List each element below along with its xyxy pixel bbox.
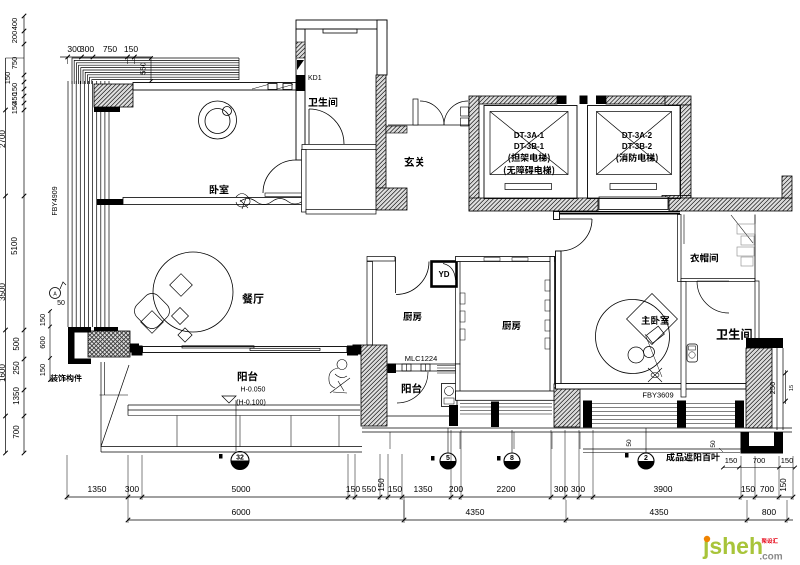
svg-text:300: 300 [67,44,81,54]
svg-text:4350: 4350 [466,507,485,517]
svg-text:150: 150 [346,484,360,494]
svg-text:300: 300 [571,484,585,494]
svg-text:5100: 5100 [10,237,19,255]
svg-text:150: 150 [3,72,12,85]
svg-text:800: 800 [762,507,776,517]
svg-text:550: 550 [139,62,148,75]
svg-text:750: 750 [10,57,19,70]
svg-text:700: 700 [753,456,766,465]
svg-text:DT-3A-1: DT-3A-1 [514,131,545,140]
svg-text:32: 32 [236,455,244,462]
svg-text:600: 600 [38,336,47,349]
svg-text:1350: 1350 [88,484,107,494]
svg-text:150: 150 [779,478,788,492]
svg-text:250: 250 [768,382,777,395]
svg-text:450: 450 [10,92,19,105]
svg-text:15: 15 [789,385,795,391]
svg-text:A: A [53,292,57,298]
svg-text:50: 50 [626,439,633,447]
svg-text:700: 700 [760,484,774,494]
svg-text:150: 150 [124,44,138,54]
svg-text:FBY3609: FBY3609 [642,391,673,400]
svg-text:150: 150 [38,364,47,377]
svg-text:50: 50 [57,300,65,307]
svg-text:200: 200 [10,31,19,44]
svg-text:MLC1224: MLC1224 [405,354,438,363]
svg-text:150: 150 [38,314,47,327]
svg-text:300: 300 [554,484,568,494]
svg-text:1350: 1350 [414,484,433,494]
svg-text:2200: 2200 [497,484,516,494]
svg-text:150: 150 [10,102,19,115]
svg-text:300: 300 [80,44,94,54]
svg-text:150: 150 [781,456,794,465]
svg-text:1600: 1600 [0,364,7,382]
svg-text:H-0.050: H-0.050 [241,387,266,394]
svg-text:YD: YD [438,270,449,279]
svg-text:DT-3A-2: DT-3A-2 [622,131,653,140]
svg-text:DT-3B-1: DT-3B-1 [514,142,545,151]
svg-text:jsheh: jsheh [702,533,763,559]
svg-text:150: 150 [741,484,755,494]
svg-text:FBY4909: FBY4909 [52,186,59,215]
svg-text:.com: .com [759,552,782,563]
svg-text:500: 500 [12,337,21,351]
svg-text:150: 150 [10,83,19,96]
svg-text:4350: 4350 [650,507,669,517]
svg-text:750: 750 [103,44,117,54]
svg-text:2: 2 [644,455,648,462]
svg-text:6000: 6000 [232,507,251,517]
svg-text:150: 150 [388,484,402,494]
svg-text:150: 150 [377,478,386,492]
svg-text:250: 250 [12,361,21,375]
svg-text:400: 400 [10,18,19,31]
svg-text:2700: 2700 [0,130,7,148]
svg-text:1350: 1350 [12,387,21,405]
svg-text:700: 700 [12,425,21,439]
svg-text:8: 8 [510,455,514,462]
svg-text:550: 550 [362,484,376,494]
svg-text:3900: 3900 [654,484,673,494]
svg-text:50: 50 [710,440,717,448]
svg-text:5: 5 [446,455,450,462]
svg-text:DT-3B-2: DT-3B-2 [622,142,653,151]
svg-text:3500: 3500 [0,283,7,301]
svg-text:5000: 5000 [232,484,251,494]
svg-text:300: 300 [125,484,139,494]
svg-text:(H-0.100): (H-0.100) [236,400,266,407]
svg-text:150: 150 [725,456,738,465]
svg-text:KD1: KD1 [308,75,322,82]
svg-text:200: 200 [449,484,463,494]
